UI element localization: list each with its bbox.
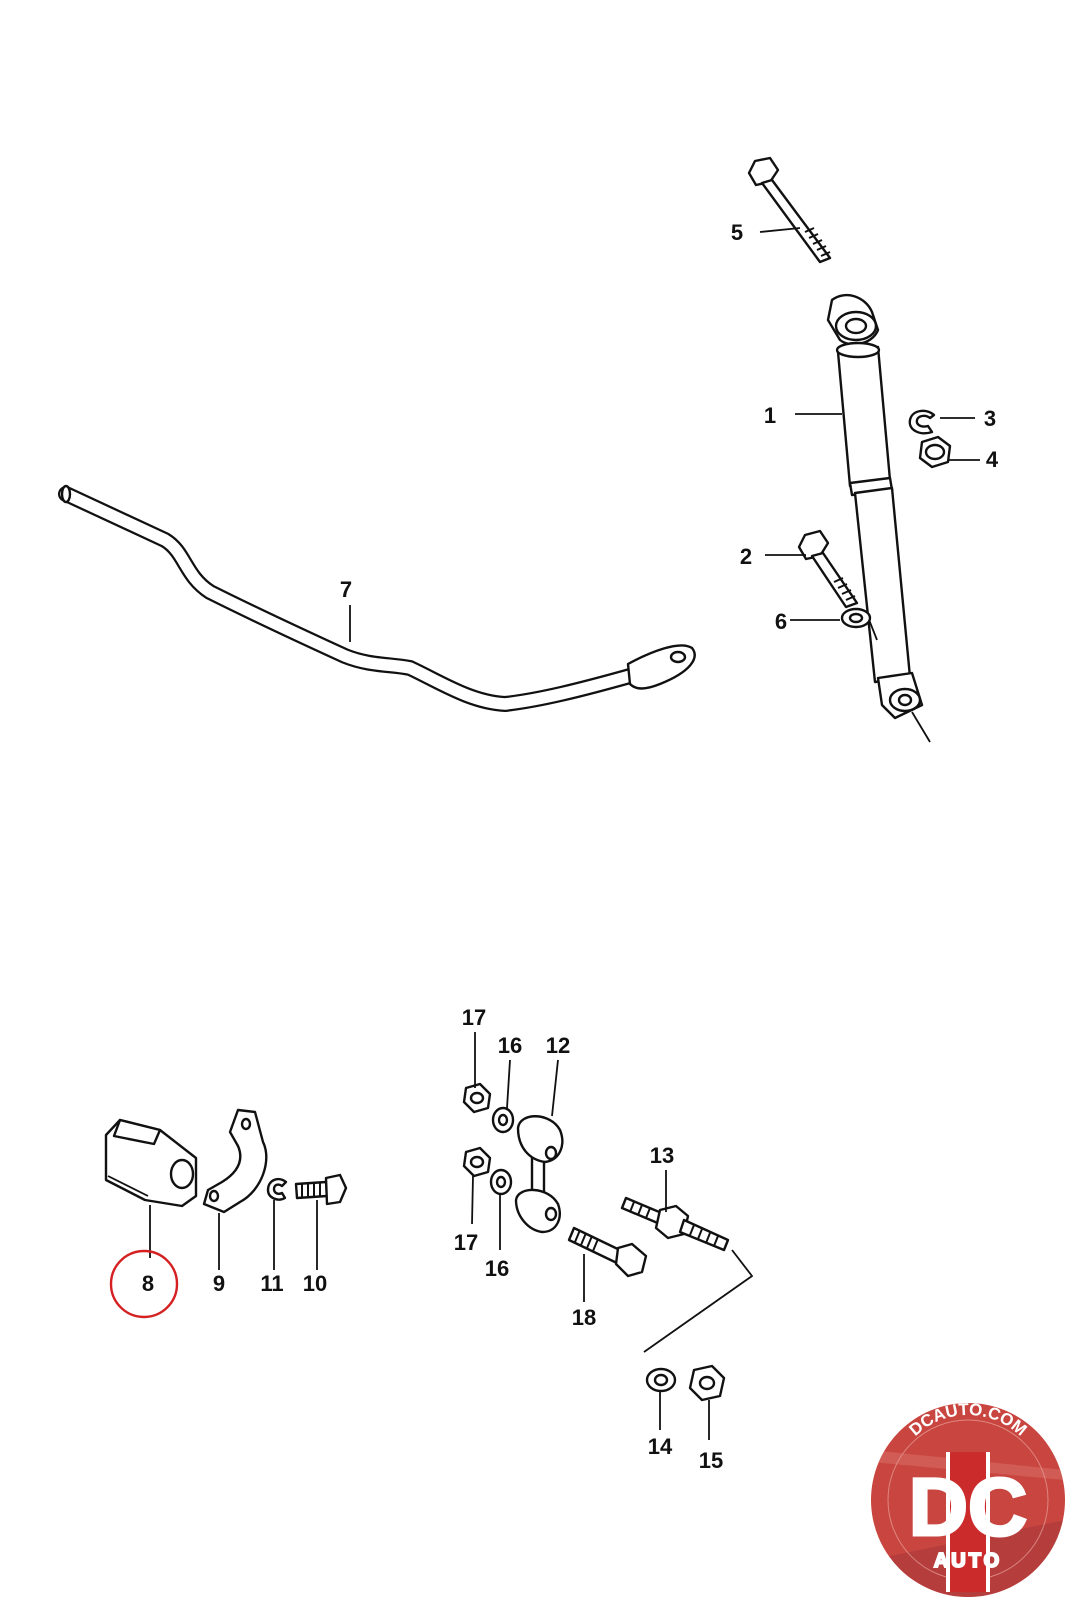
nut-4 [918, 435, 952, 469]
callout-13: 13 [650, 1143, 674, 1168]
dcauto-logo: DCAUTO.COM DC AUTO [871, 1400, 1065, 1597]
nut-17-lower [462, 1146, 492, 1178]
lock-ring-11 [266, 1178, 288, 1201]
callout-17-lower: 17 [454, 1230, 478, 1255]
washer-14 [645, 1367, 677, 1393]
lock-ring-3 [908, 409, 936, 435]
callout-15: 15 [699, 1448, 723, 1473]
callout-1: 1 [764, 403, 776, 428]
callout-8: 8 [142, 1271, 154, 1296]
callout-10: 10 [303, 1271, 327, 1296]
callout-16-lower: 16 [485, 1256, 509, 1281]
callout-14: 14 [648, 1434, 673, 1459]
callout-11: 11 [260, 1271, 283, 1296]
stud-13 [620, 1196, 730, 1252]
callout-2: 2 [740, 544, 752, 569]
callout-18: 18 [572, 1305, 596, 1330]
leader-lines [149, 227, 980, 1440]
washer-16-lower [489, 1168, 513, 1196]
callout-labels: 1 2 3 4 5 6 7 8 9 11 10 17 16 12 17 16 1… [142, 220, 999, 1473]
link-12 [514, 1115, 564, 1234]
nut-15 [688, 1364, 726, 1402]
bolt-10 [294, 1173, 348, 1206]
callout-17-upper: 17 [462, 1005, 486, 1030]
callout-6: 6 [775, 609, 787, 634]
bolt-5 [747, 156, 832, 264]
highlight-circle-part-8 [109, 1249, 179, 1319]
shock-absorber [826, 293, 931, 743]
bolt-18 [567, 1226, 648, 1278]
clamp-9 [202, 1108, 268, 1214]
callout-3: 3 [984, 406, 996, 431]
logo-letters: DC [909, 1462, 1027, 1553]
nut-17-upper [462, 1082, 492, 1114]
bolt-2 [797, 529, 859, 609]
logo-subtitle: AUTO [934, 1550, 1002, 1572]
washer-6 [840, 607, 872, 629]
callout-9: 9 [213, 1271, 225, 1296]
callout-16-upper: 16 [498, 1033, 522, 1058]
bushing-8 [104, 1118, 198, 1208]
stabilizer-bar [58, 484, 696, 712]
callout-4: 4 [986, 447, 999, 472]
washer-16-upper [491, 1106, 515, 1134]
callout-12: 12 [546, 1033, 570, 1058]
callout-7: 7 [340, 577, 352, 602]
callout-5: 5 [731, 220, 743, 245]
